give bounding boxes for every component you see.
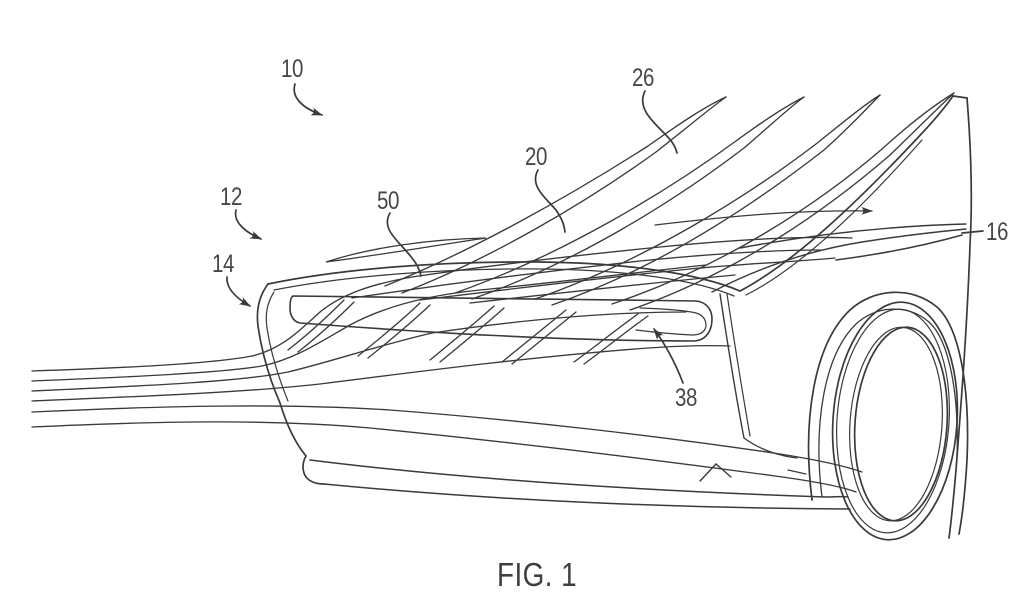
rim-outer [853, 326, 949, 522]
grille-slat [573, 313, 639, 363]
leader-line-20 [534, 169, 566, 233]
streamline-roof [471, 96, 805, 300]
splitter-bottom-edge [323, 483, 851, 510]
side-character-line [835, 234, 963, 261]
leader-lines [226, 83, 984, 384]
grille-slat [297, 301, 355, 353]
grille [287, 295, 713, 365]
ref-label-10: 10 [281, 55, 303, 83]
grille-slat [429, 305, 495, 361]
streamline-roof [629, 92, 955, 311]
streamline-hood [469, 274, 736, 304]
reference-numerals: 10 12 14 50 20 26 16 38 [212, 55, 1009, 412]
reference-labels: 10 12 14 50 20 26 16 38 FIG. 1 [212, 55, 1009, 593]
a-pillar-inner [745, 139, 923, 296]
hood-edge-outer [267, 261, 741, 292]
leader-line-16 [961, 230, 984, 234]
rocker-line [787, 469, 807, 475]
leader-arrow-14 [226, 276, 251, 307]
ref-label-20: 20 [525, 143, 547, 171]
streamline-intake [31, 311, 687, 392]
streamline-intake [31, 264, 707, 382]
streamline-intake [31, 344, 731, 402]
fender-shoulder-line [711, 228, 967, 293]
wheel-arch-inner [818, 308, 958, 498]
grille-slat [583, 315, 649, 365]
leader-arrow-38 [653, 328, 684, 384]
grille-slats [287, 299, 649, 365]
leader-line-50 [386, 212, 422, 277]
figure-caption: FIG. 1 [497, 556, 577, 593]
fascia-fender-joint-inner [726, 293, 751, 437]
leader-line-26 [641, 90, 678, 154]
fascia-left-edge [256, 283, 307, 457]
ref-label-12: 12 [220, 183, 242, 211]
front-wheel [807, 291, 969, 541]
car-body [256, 95, 973, 539]
streamline-roof [384, 96, 727, 287]
grille-slat [439, 307, 505, 363]
beltline-upper [739, 223, 967, 249]
grille-slat [287, 299, 345, 351]
streamline-underbody [31, 421, 857, 493]
ref-label-16: 16 [986, 218, 1008, 246]
streamline-underbody [31, 405, 863, 473]
ref-label-50: 50 [377, 187, 399, 215]
splitter-fin [699, 463, 732, 482]
streamline-side-arrow [654, 206, 873, 226]
grille-outline [289, 295, 713, 342]
body-right-edge [948, 97, 973, 539]
grille-inner-end [635, 307, 707, 336]
streamline-roof [611, 92, 955, 305]
leader-arrow-10 [293, 83, 323, 116]
fascia-left-inner [265, 291, 289, 402]
chin-spoiler [302, 455, 325, 485]
splitter-top-edge [309, 459, 849, 498]
airflow-streamlines [31, 92, 955, 493]
streamline-roof [401, 96, 727, 294]
hood-vent [325, 237, 487, 263]
leader-arrow-12 [234, 209, 262, 240]
fascia-fender-joint-outer [719, 293, 745, 439]
streamline-roof [551, 94, 881, 306]
rim-depth [849, 326, 943, 522]
a-pillar-outer [739, 95, 954, 292]
hood-edge-inner [273, 268, 735, 297]
grille-slat [501, 309, 567, 363]
streamline-intake [31, 236, 853, 372]
ref-label-14: 14 [212, 250, 234, 278]
wheel-arch-outer [807, 291, 969, 535]
streamline-roof [454, 96, 805, 294]
streamline-roof [534, 94, 881, 300]
ref-label-26: 26 [632, 64, 654, 92]
tire-inner [835, 308, 951, 534]
tire-outer [831, 301, 959, 541]
wheel-liner-edge [743, 437, 798, 459]
roof-corner [952, 95, 968, 99]
grille-slat [367, 304, 431, 359]
ref-label-38: 38 [675, 384, 697, 412]
